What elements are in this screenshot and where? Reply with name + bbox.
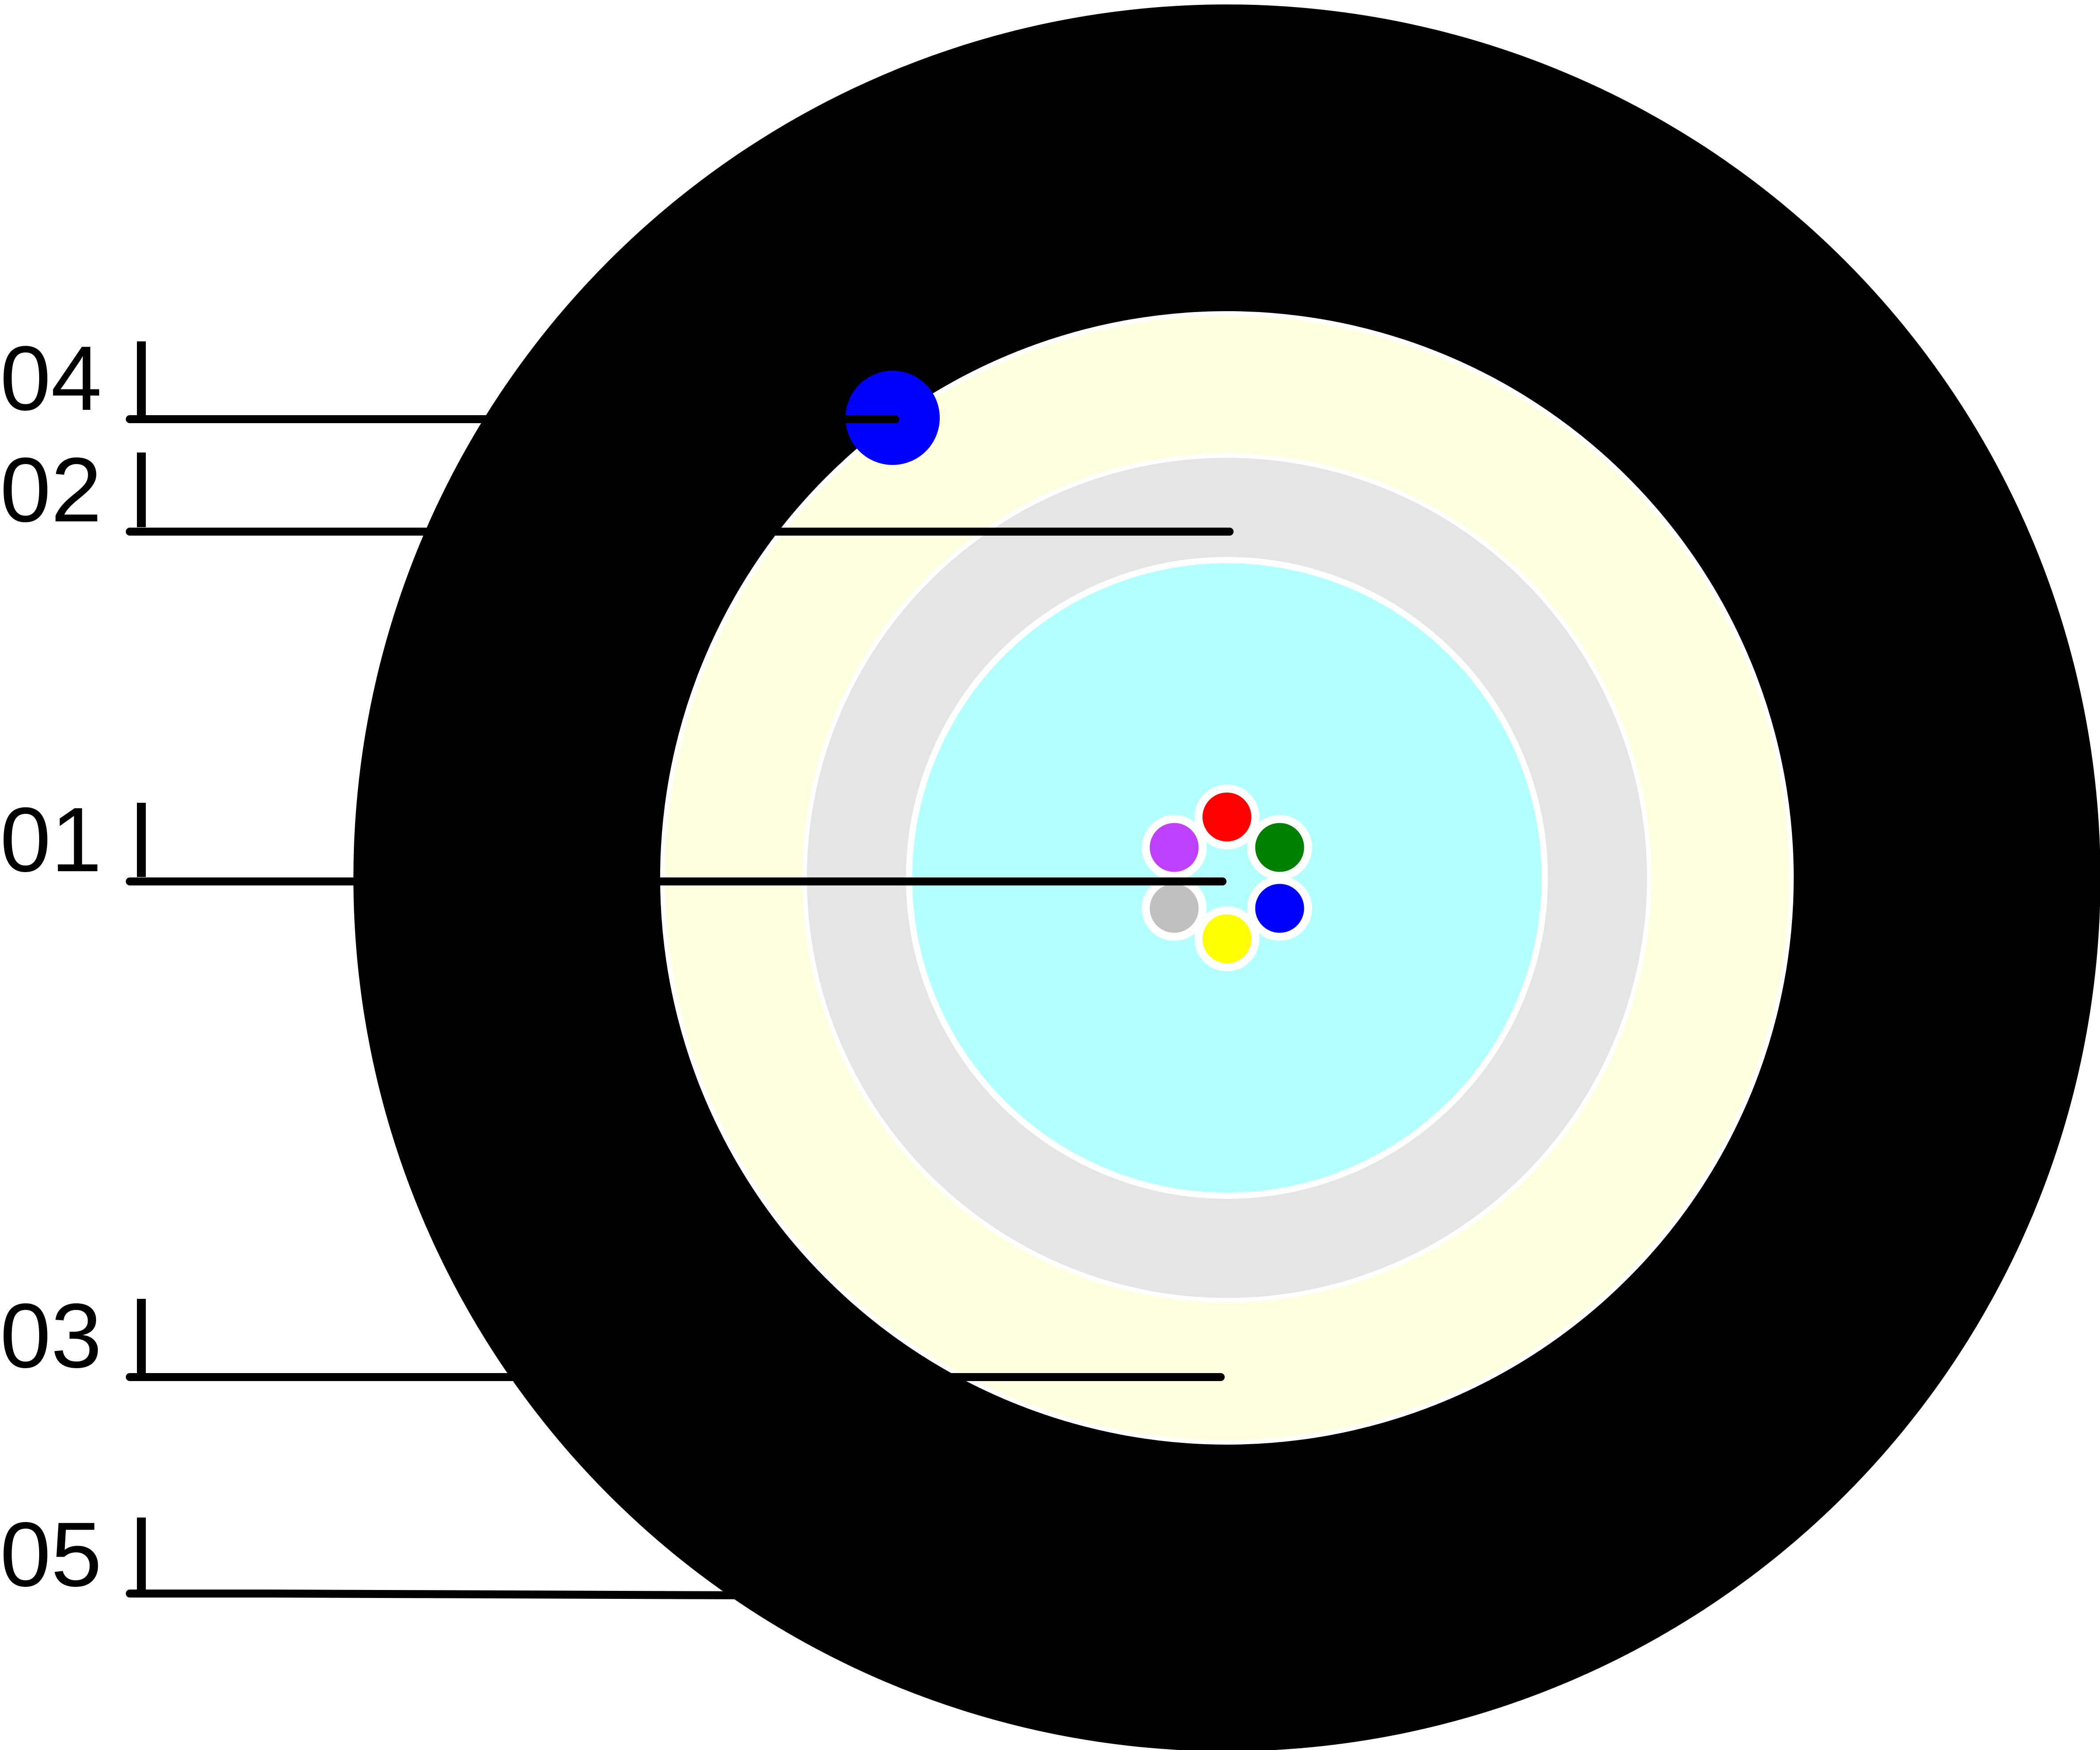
fiber-violet xyxy=(1150,823,1199,872)
callout-label-01: 01 xyxy=(0,789,102,891)
fiber-group xyxy=(1142,785,1312,971)
callout-label-05: 05 xyxy=(0,1503,102,1606)
fiber-green xyxy=(1255,823,1304,872)
callout-label-04: 04 xyxy=(0,327,102,429)
fiber-blue xyxy=(1255,884,1304,933)
callout-label-03: 03 xyxy=(0,1285,102,1387)
fiber-gray xyxy=(1150,884,1199,933)
leader-line-05 xyxy=(126,1590,746,1599)
fiber-red xyxy=(1202,793,1251,841)
fiber-yellow xyxy=(1202,914,1251,963)
callout-labels: 04 02 01 03 05 xyxy=(0,327,102,1606)
leader-lines xyxy=(126,415,1234,1599)
callout-label-02: 02 xyxy=(0,439,102,541)
